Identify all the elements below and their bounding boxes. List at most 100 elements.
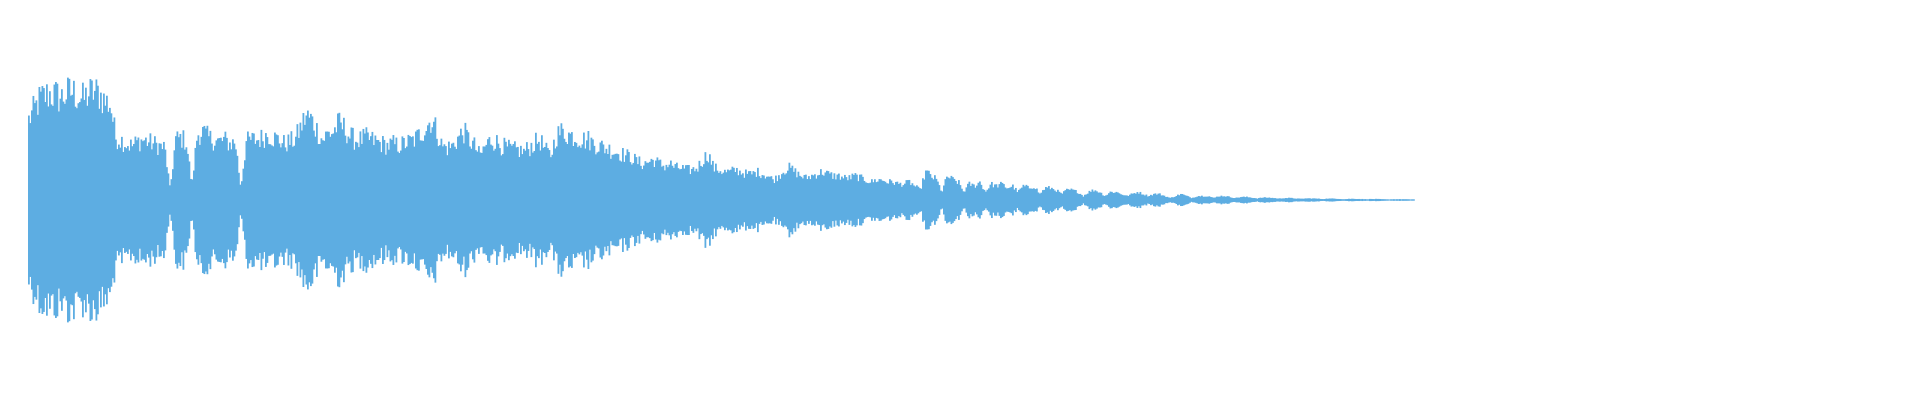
waveform-sample	[1082, 196, 1085, 204]
waveform-sample	[908, 179, 911, 221]
waveform-sample	[218, 138, 221, 262]
waveform-sample	[1151, 195, 1154, 205]
waveform-sample	[308, 117, 311, 283]
waveform-sample	[994, 184, 996, 216]
waveform-sample	[70, 95, 72, 305]
waveform-sample	[559, 135, 561, 265]
waveform-sample	[238, 172, 240, 228]
waveform-sample	[1036, 188, 1038, 212]
waveform-sample	[118, 144, 120, 256]
waveform-sample	[374, 135, 377, 265]
waveform-sample	[920, 188, 923, 212]
waveform-sample	[389, 138, 392, 262]
waveform-sample	[803, 174, 806, 226]
waveform-sample	[458, 135, 461, 265]
waveform-sample	[583, 132, 585, 268]
waveform-sample	[617, 154, 620, 246]
waveform-sample	[139, 151, 141, 249]
waveform-sample	[910, 185, 912, 215]
waveform-sample	[440, 138, 443, 262]
waveform-sample	[40, 91, 42, 309]
waveform-sample	[215, 140, 218, 260]
waveform-sample	[1189, 197, 1191, 203]
waveform-sample	[1058, 191, 1061, 209]
waveform-sample	[1370, 198, 1373, 202]
waveform-sample	[1294, 198, 1296, 202]
waveform-sample	[151, 149, 153, 251]
waveform-sample	[1310, 198, 1313, 202]
waveform-sample	[1130, 193, 1133, 207]
waveform-sample	[61, 89, 63, 311]
waveform-sample	[1073, 189, 1076, 211]
waveform-sample	[1003, 184, 1005, 216]
waveform-sample	[1244, 197, 1247, 203]
waveform-sample	[992, 187, 995, 213]
waveform-sample	[31, 110, 33, 290]
waveform-sample	[505, 141, 507, 259]
waveform-sample	[370, 136, 372, 264]
waveform-sample	[392, 135, 395, 265]
waveform-sample	[487, 139, 489, 261]
waveform-sample	[1163, 195, 1166, 205]
waveform-sample	[412, 136, 414, 264]
waveform-sample	[773, 183, 776, 217]
waveform-sample	[1121, 194, 1124, 206]
waveform-sample	[377, 140, 380, 260]
waveform-sample	[475, 150, 477, 250]
waveform-sample	[830, 172, 833, 228]
waveform-sample	[566, 143, 569, 257]
waveform-sample	[557, 126, 560, 274]
waveform-sample	[1223, 196, 1226, 204]
waveform-sample	[181, 147, 183, 253]
waveform-sample	[1409, 199, 1412, 201]
waveform-sample	[49, 91, 51, 309]
waveform-sample	[334, 127, 336, 273]
waveform-sample	[581, 144, 584, 256]
waveform-sample	[890, 180, 893, 220]
waveform-sample	[1343, 199, 1346, 201]
waveform-sample	[382, 136, 384, 264]
waveform-sample	[974, 187, 977, 213]
waveform-sample	[1096, 191, 1098, 209]
waveform-sample	[1261, 197, 1263, 203]
waveform-sample	[100, 92, 102, 308]
waveform-sample	[814, 174, 816, 226]
waveform-sample	[770, 176, 773, 224]
waveform-sample	[98, 108, 101, 292]
waveform-sample	[730, 169, 732, 231]
waveform-sample	[1006, 188, 1008, 212]
waveform-sample	[901, 186, 903, 214]
waveform-sample	[779, 178, 782, 222]
waveform-sample	[631, 164, 633, 236]
waveform-sample	[1159, 193, 1161, 207]
waveform-sample	[1205, 196, 1208, 204]
waveform-sample	[985, 191, 987, 209]
waveform-sample	[1256, 198, 1259, 202]
waveform-sample	[632, 162, 635, 238]
waveform-sample	[538, 141, 540, 259]
waveform-sample	[194, 147, 197, 253]
waveform-sample	[518, 157, 521, 243]
waveform-sample	[527, 149, 530, 251]
waveform-sample	[1315, 198, 1317, 202]
waveform-sample	[499, 148, 501, 252]
waveform-sample	[248, 136, 251, 264]
waveform-sample	[352, 127, 354, 273]
waveform-sample	[634, 153, 636, 247]
waveform-sample	[656, 157, 659, 243]
waveform-sample	[1180, 193, 1182, 207]
waveform-sample	[913, 185, 915, 215]
waveform-sample	[346, 143, 348, 257]
waveform-sample	[1076, 193, 1079, 207]
waveform-sample	[1142, 194, 1145, 206]
waveform-sample	[287, 134, 290, 266]
waveform-sample	[1117, 192, 1119, 208]
waveform-sample	[524, 150, 527, 250]
waveform-sample	[257, 140, 260, 260]
waveform-sample	[1268, 197, 1271, 203]
waveform-sample	[644, 161, 647, 239]
waveform-sample	[514, 141, 516, 259]
waveform-sample	[386, 142, 389, 258]
waveform-sample	[104, 105, 107, 295]
